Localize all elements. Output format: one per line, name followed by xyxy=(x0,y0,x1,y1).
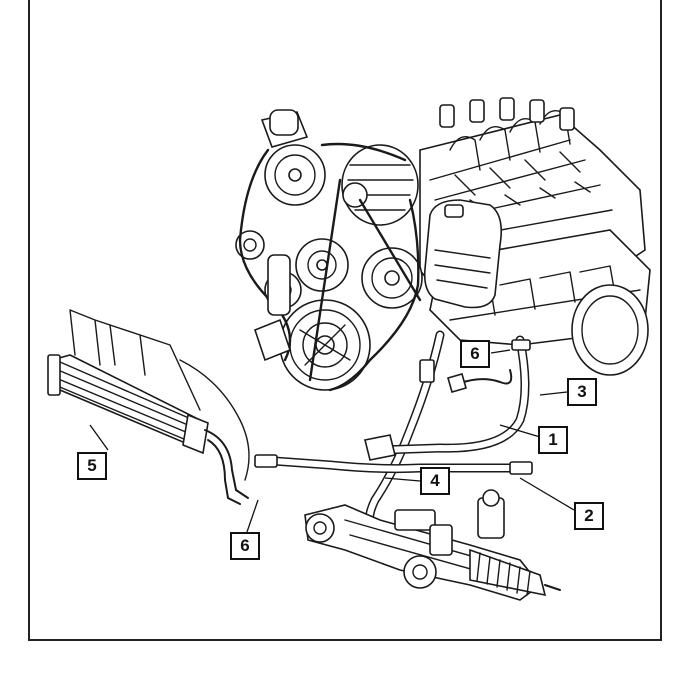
diagram-frame xyxy=(28,0,662,641)
callout-4: 4 xyxy=(420,467,450,495)
leader-lines xyxy=(89,349,575,533)
oil-cooler xyxy=(47,309,250,505)
callout-1: 1 xyxy=(538,426,568,454)
callout-6-upper: 6 xyxy=(460,340,490,368)
callout-3: 3 xyxy=(567,378,597,406)
steering-gear xyxy=(304,489,561,601)
callout-label: 3 xyxy=(577,382,587,401)
callout-label: 2 xyxy=(584,506,594,525)
callout-5: 5 xyxy=(77,452,107,480)
callout-label: 6 xyxy=(470,344,480,363)
callout-label: 6 xyxy=(240,536,250,555)
callout-label: 4 xyxy=(430,471,440,490)
accessory-drive xyxy=(235,109,423,392)
engine-block xyxy=(419,97,651,376)
callout-label: 1 xyxy=(548,430,558,449)
callout-label: 5 xyxy=(87,456,97,475)
callout-6-lower: 6 xyxy=(230,532,260,560)
callout-2: 2 xyxy=(574,502,604,530)
